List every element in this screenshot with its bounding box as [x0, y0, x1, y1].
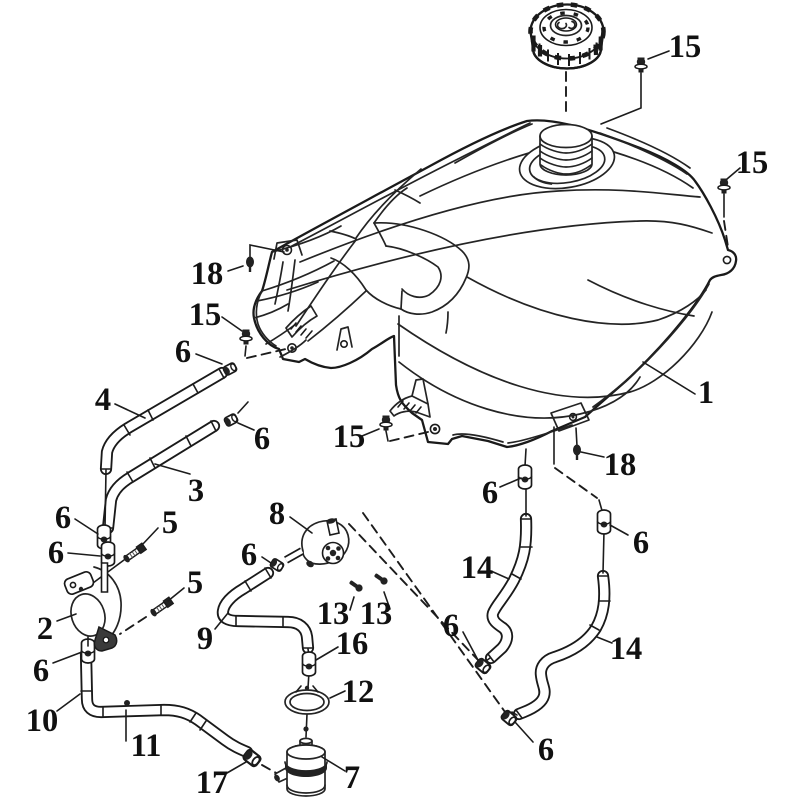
svg-text:6: 6 [55, 500, 71, 536]
svg-text:6: 6 [33, 653, 49, 689]
svg-text:13: 13 [360, 596, 393, 632]
svg-text:6: 6 [254, 421, 270, 457]
svg-text:9: 9 [197, 621, 213, 657]
svg-text:14: 14 [461, 550, 494, 586]
svg-text:6: 6 [175, 334, 191, 370]
svg-text:3: 3 [188, 473, 204, 509]
svg-text:12: 12 [342, 674, 375, 710]
svg-text:13: 13 [317, 596, 350, 632]
svg-text:18: 18 [604, 447, 637, 483]
svg-text:14: 14 [610, 631, 643, 667]
svg-text:18: 18 [191, 256, 224, 292]
svg-text:5: 5 [187, 565, 203, 601]
svg-text:5: 5 [162, 505, 178, 541]
svg-text:15: 15 [333, 419, 366, 455]
svg-text:6: 6 [538, 732, 554, 768]
svg-text:15: 15 [736, 145, 769, 181]
svg-text:8: 8 [269, 496, 285, 532]
svg-text:6: 6 [241, 537, 257, 573]
svg-text:16: 16 [336, 626, 369, 662]
svg-text:7: 7 [344, 760, 360, 796]
svg-text:17: 17 [196, 765, 229, 800]
svg-text:6: 6 [633, 525, 649, 561]
svg-text:10: 10 [26, 703, 59, 739]
svg-text:2: 2 [37, 611, 53, 647]
svg-text:15: 15 [189, 297, 222, 333]
svg-text:6: 6 [48, 535, 64, 571]
svg-text:1: 1 [698, 375, 714, 411]
svg-text:11: 11 [131, 728, 162, 764]
svg-text:6: 6 [482, 475, 498, 511]
svg-text:4: 4 [95, 382, 111, 418]
svg-text:6: 6 [443, 608, 459, 644]
svg-text:15: 15 [669, 29, 702, 65]
